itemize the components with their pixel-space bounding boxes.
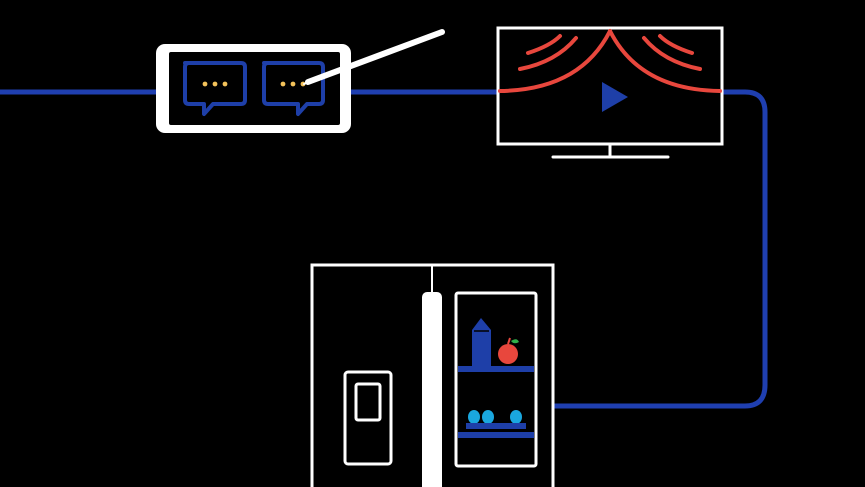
connector-tv-fridge — [550, 89, 768, 409]
tv — [496, 26, 724, 159]
chat-bubble-icon — [262, 61, 325, 116]
fridge-shelf — [458, 432, 534, 438]
curtain-icon — [498, 29, 722, 93]
tablet — [156, 29, 445, 133]
fridge-handle — [422, 292, 442, 487]
refrigerator — [310, 263, 555, 487]
milk-carton-icon — [472, 318, 491, 366]
water-dispenser-icon — [343, 370, 393, 466]
chat-bubble-icon — [183, 61, 247, 116]
play-icon — [602, 82, 628, 112]
tv-stand — [551, 142, 670, 159]
apple-icon — [498, 337, 519, 364]
egg-tray — [466, 423, 526, 429]
fridge-inner-compartment — [454, 291, 538, 468]
egg-icon — [468, 410, 522, 424]
fridge-shelf — [458, 366, 534, 372]
stylus-icon — [303, 29, 445, 85]
connector-lines — [0, 89, 768, 409]
